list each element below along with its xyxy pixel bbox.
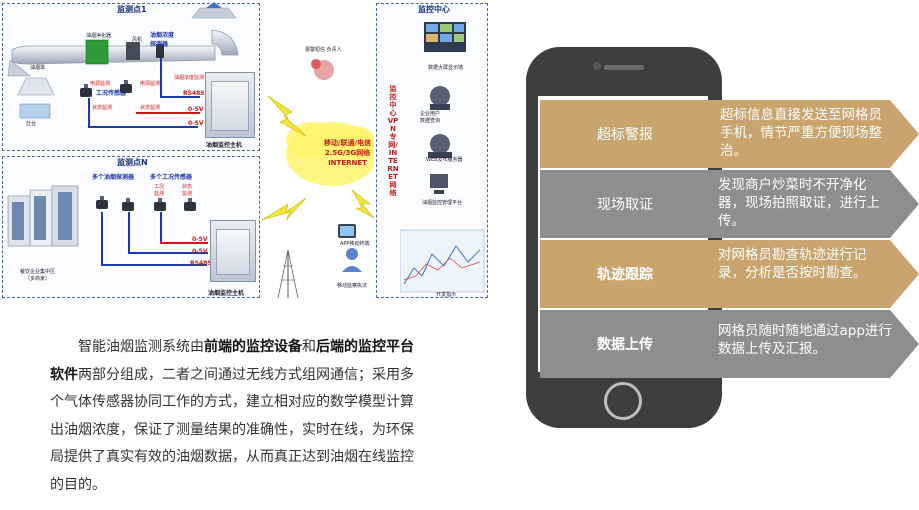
feature-label-evidence: 现场取证 [540,170,710,238]
condition-n-1 [154,198,166,211]
cloud-line-2: 2.5G/3G网络 [324,149,371,157]
condition-n-2 [184,198,196,211]
filter-label: 油烟净化器 [86,33,112,39]
desc-text-1: 智能油烟监测系统由 [78,339,204,355]
status-monitor-label-2: 状态监测 [140,105,161,111]
feature-text-tracking: 对网格员勘查轨迹进行记录，分析是否按时勘查。 [718,247,867,281]
voltage-n-label-2: 0-5V [192,248,208,255]
power-monitor-label: 电源监测 [90,81,111,87]
wire [160,96,200,98]
multi-condition-label: 多个工况传感器 [150,174,193,181]
center-item-2: WEB发布服务器 [426,157,463,163]
wire [101,212,103,264]
fan-label: 风机 [132,37,143,43]
multi-detector-label: 多个油烟探测器 [92,174,135,181]
hood-label: 油烟罩 [30,65,46,71]
site1-title: 监测点1 [117,5,147,14]
rs485-label: RS485 [183,90,205,97]
center-item-0: 数据大屏显示墙 [428,65,464,71]
voltage-label-1: 0-5V [188,106,204,113]
feature-arrow-alarm: 超标信息直接发送至网格员手机，情节严重方便现场整治。 [710,100,919,168]
canteen-buildings [7,185,79,247]
wire [160,212,162,242]
feature-arrow-upload: 网格员随时随地通过app进行数据上传及汇报。 [710,310,919,378]
wire [88,98,90,126]
canteen-label: 餐饮企业集中区 （多商家） [20,269,56,282]
feature-text-evidence: 发现商户炒菜时不开净化器，现场拍照取证，进行上传。 [718,177,880,229]
center-equipment [400,22,485,293]
feature-arrow-evidence: 发现商户炒菜时不开净化器，现场拍照取证，进行上传。 [710,170,919,238]
network-cloud-text: 移动/联通/电信 2.5G/3G网络 INTERNET [300,138,395,168]
condition-sensor-label: 工况传感器 [96,90,127,97]
feature-text-upload: 网格员随时随地通过app进行数据上传及汇报。 [718,323,892,357]
detector-n-1 [96,196,108,209]
desc-text-2: 和 [302,339,316,355]
status-monitor-n-label: 状态 监测 [182,184,193,197]
duct-graphic [7,2,239,119]
center-item-1: 企业用户 数据查询 [420,111,441,124]
app-terminal-label: APP移动终端 [340,241,370,247]
wire [136,112,200,114]
feature-label-upload: 数据上传 [540,310,710,378]
center-item-3: 油烟监控管理平台 [422,200,463,206]
concentration-monitor-label: 油烟浓度监测 [174,75,205,81]
rs485-n-label: RS485 [190,260,212,267]
power-monitor-label-2: 电源监测 [140,81,161,87]
siteN-title: 监测点N [117,158,148,167]
monitor-host-n [210,220,256,282]
center-title: 监控中心 [418,5,450,14]
system-diagram: 监测点1 风机 油烟罩 灶台 油烟净化器 油烟浓度 探测器 工况传感器 电源监测… [0,0,505,300]
desc-bold-front-end: 前端的监控设备 [204,339,302,355]
monitor-host-1 [205,72,255,138]
home-button[interactable] [604,382,642,420]
feature-label-tracking: 轨迹跟踪 [540,240,710,308]
condition-sensor-2 [120,80,132,93]
status-monitor-label: 状态监测 [92,105,113,111]
cloud-line-1: 移动/联通/电信 [323,139,372,147]
alarm-label: 报警短信 负责人 [305,47,342,53]
network-graphic [262,59,374,299]
feature-label-alarm: 超标警报 [540,100,710,168]
system-description: 智能油烟监测系统由前端的监控设备和后端的监控平台软件两部分组成，二者之间通过无线… [50,334,422,499]
detector-label: 油烟浓度 探测器 [150,32,175,48]
wire [128,212,130,252]
cloud-line-3: INTERNET [328,159,367,167]
wire [128,252,208,254]
wire [160,242,208,244]
speaker-icon [604,65,644,70]
network-vertical-label: 监控中心VPN专网/INTERNET网络 [387,85,399,197]
stove-label: 灶台 [26,121,37,127]
monitor-host-n-label: 油烟监控主机 [208,290,245,297]
monitor-host-1-label: 油烟监控主机 [206,142,243,149]
condition-sensor-1 [80,84,92,97]
mobile-law-label: 移动监察执法 [337,283,368,289]
wire [160,58,162,96]
desc-bold-back-end: 后端的监控平台软件 [50,339,414,383]
wire [88,126,198,128]
voltage-label-2: 0-5V [188,120,204,127]
desc-text-3: 两部分组成，二者之间通过无线方式组网通信；采用多个气体传感器协同工作的方式，建立… [50,366,414,493]
feature-text-alarm: 超标信息直接发送至网格员手机，情节严重方便现场整治。 [720,107,882,159]
feature-arrow-tracking: 对网格员勘查轨迹进行记录，分析是否按时勘查。 [710,240,919,308]
detector-n-2 [122,198,134,211]
voltage-n-label-1: 0-5V [192,236,208,243]
power-monitor-n-label: 工况 监测 [154,184,165,197]
wire [101,264,207,266]
camera-icon [593,62,601,70]
chart-caption: 开发指示 [436,292,457,298]
